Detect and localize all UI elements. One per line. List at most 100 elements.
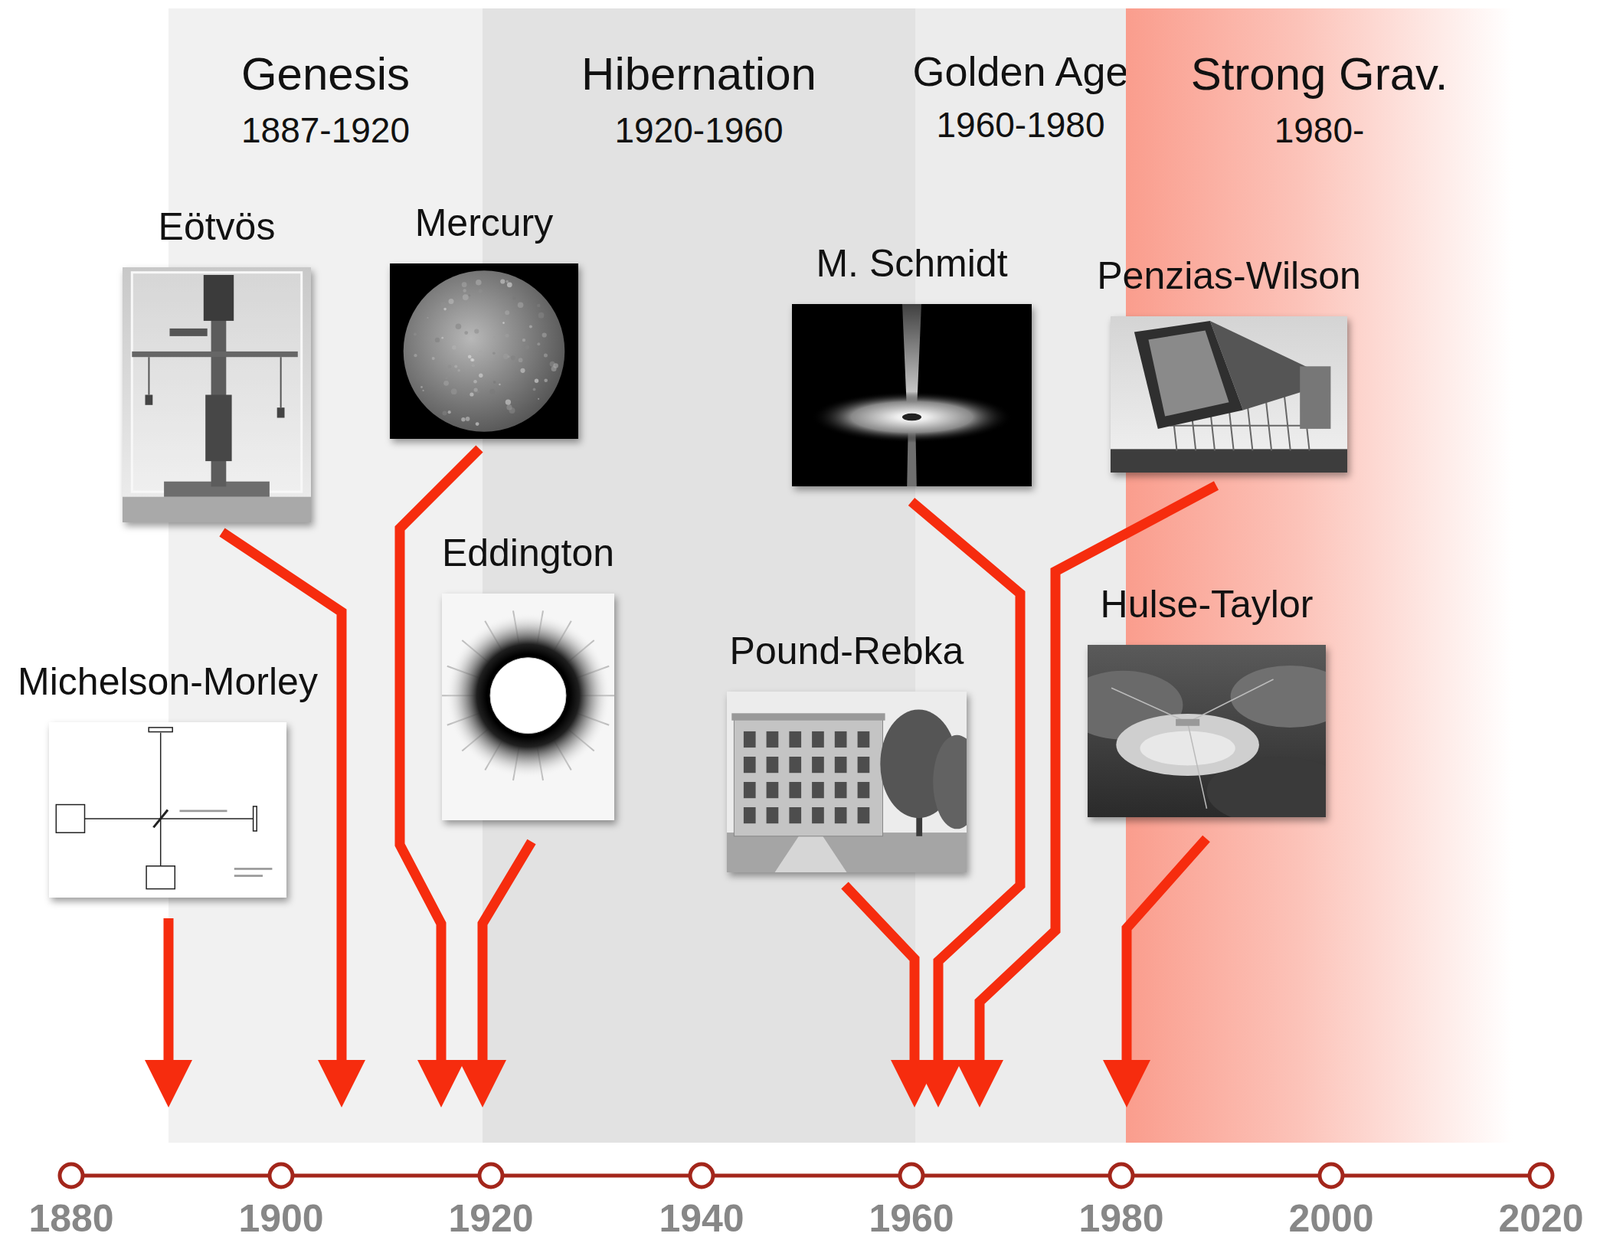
- crater: [464, 330, 468, 335]
- year-label: 2020: [1498, 1197, 1584, 1242]
- window: [788, 782, 802, 799]
- axis-tick: [1529, 1164, 1553, 1188]
- crater: [475, 422, 480, 426]
- crater: [507, 281, 513, 288]
- crater: [426, 317, 429, 319]
- year-label: 1980: [1078, 1197, 1164, 1242]
- event-node: Hulse-Taylor: [1087, 582, 1326, 818]
- crater: [455, 323, 462, 330]
- crater: [493, 336, 496, 339]
- crater: [451, 345, 457, 351]
- window: [811, 731, 825, 748]
- year-slot: 1920: [406, 1197, 576, 1242]
- mid-cylinder: [205, 395, 232, 462]
- crater: [467, 294, 471, 297]
- event-title: Mercury: [415, 201, 554, 246]
- crater: [500, 278, 505, 284]
- window: [857, 756, 871, 773]
- crater: [478, 288, 483, 293]
- mark: [234, 874, 263, 877]
- crater: [542, 332, 547, 338]
- dish-center: [1139, 731, 1235, 766]
- year-label: 1920: [448, 1197, 534, 1242]
- crater: [488, 398, 492, 402]
- axis-tick: [899, 1164, 923, 1188]
- crater: [467, 354, 472, 359]
- event-picture: [49, 722, 287, 898]
- crater: [465, 416, 471, 422]
- beam: [160, 732, 162, 867]
- year-label: 1900: [238, 1197, 324, 1242]
- crater: [492, 351, 496, 355]
- crater: [475, 279, 482, 286]
- picture-illustration: [791, 304, 1032, 487]
- photo-ground: [441, 593, 615, 821]
- arm: [131, 351, 298, 357]
- crater: [435, 337, 440, 343]
- window: [766, 756, 779, 773]
- crater: [533, 388, 537, 392]
- crater: [478, 373, 483, 378]
- crater: [537, 398, 540, 400]
- weight: [145, 395, 154, 406]
- crater: [517, 301, 524, 308]
- axis-ticks: [59, 1164, 1553, 1188]
- era-years: 1887-1920: [241, 110, 410, 151]
- year-label: 2000: [1288, 1197, 1374, 1242]
- era-title: Strong Grav.: [1191, 47, 1449, 101]
- crater: [441, 301, 447, 308]
- top-cylinder: [203, 274, 234, 321]
- year-slot: 2000: [1246, 1197, 1416, 1242]
- crater: [413, 333, 417, 337]
- crater: [448, 298, 455, 305]
- picture-illustration: [1110, 316, 1348, 473]
- crater: [474, 328, 479, 334]
- photo-ground: [791, 304, 1032, 487]
- year-slot: 1880: [0, 1197, 156, 1242]
- window: [834, 756, 848, 773]
- event-picture: [389, 263, 579, 439]
- event-title: Michelson-Morley: [17, 660, 318, 705]
- window: [743, 807, 756, 824]
- crater: [505, 399, 511, 405]
- core: [902, 413, 922, 422]
- crater: [502, 321, 505, 324]
- picture-illustration: [122, 267, 311, 523]
- crater: [442, 411, 448, 416]
- year-slot: 1980: [1037, 1197, 1206, 1242]
- hill: [1230, 665, 1326, 728]
- crater: [524, 345, 530, 351]
- window: [811, 756, 825, 773]
- ground: [1110, 448, 1348, 473]
- crater: [463, 288, 467, 292]
- telescope: [170, 328, 208, 337]
- crater: [506, 280, 509, 283]
- crater: [493, 380, 497, 384]
- cable: [1187, 722, 1208, 809]
- window: [743, 756, 756, 773]
- cornice: [731, 713, 885, 720]
- crater: [529, 324, 533, 328]
- crater: [461, 417, 465, 422]
- crater: [469, 392, 474, 396]
- light-source: [55, 804, 85, 834]
- era-years: 1920-1960: [615, 110, 784, 151]
- crater: [441, 337, 444, 340]
- accretion-disk: [811, 391, 1013, 443]
- corona: [444, 612, 611, 779]
- window: [811, 782, 825, 799]
- window: [834, 731, 848, 748]
- window: [788, 731, 802, 748]
- crater: [448, 364, 452, 369]
- crater: [534, 379, 539, 383]
- event-picture: [1087, 644, 1326, 818]
- window: [788, 756, 802, 773]
- era-title: Golden Age: [912, 47, 1129, 95]
- axis-tick: [479, 1164, 503, 1188]
- year-slot: 1940: [617, 1197, 786, 1242]
- picture-illustration: [49, 722, 287, 898]
- tree: [932, 735, 967, 830]
- year-slot: 1900: [196, 1197, 366, 1242]
- era-years: 1980-: [1274, 110, 1365, 151]
